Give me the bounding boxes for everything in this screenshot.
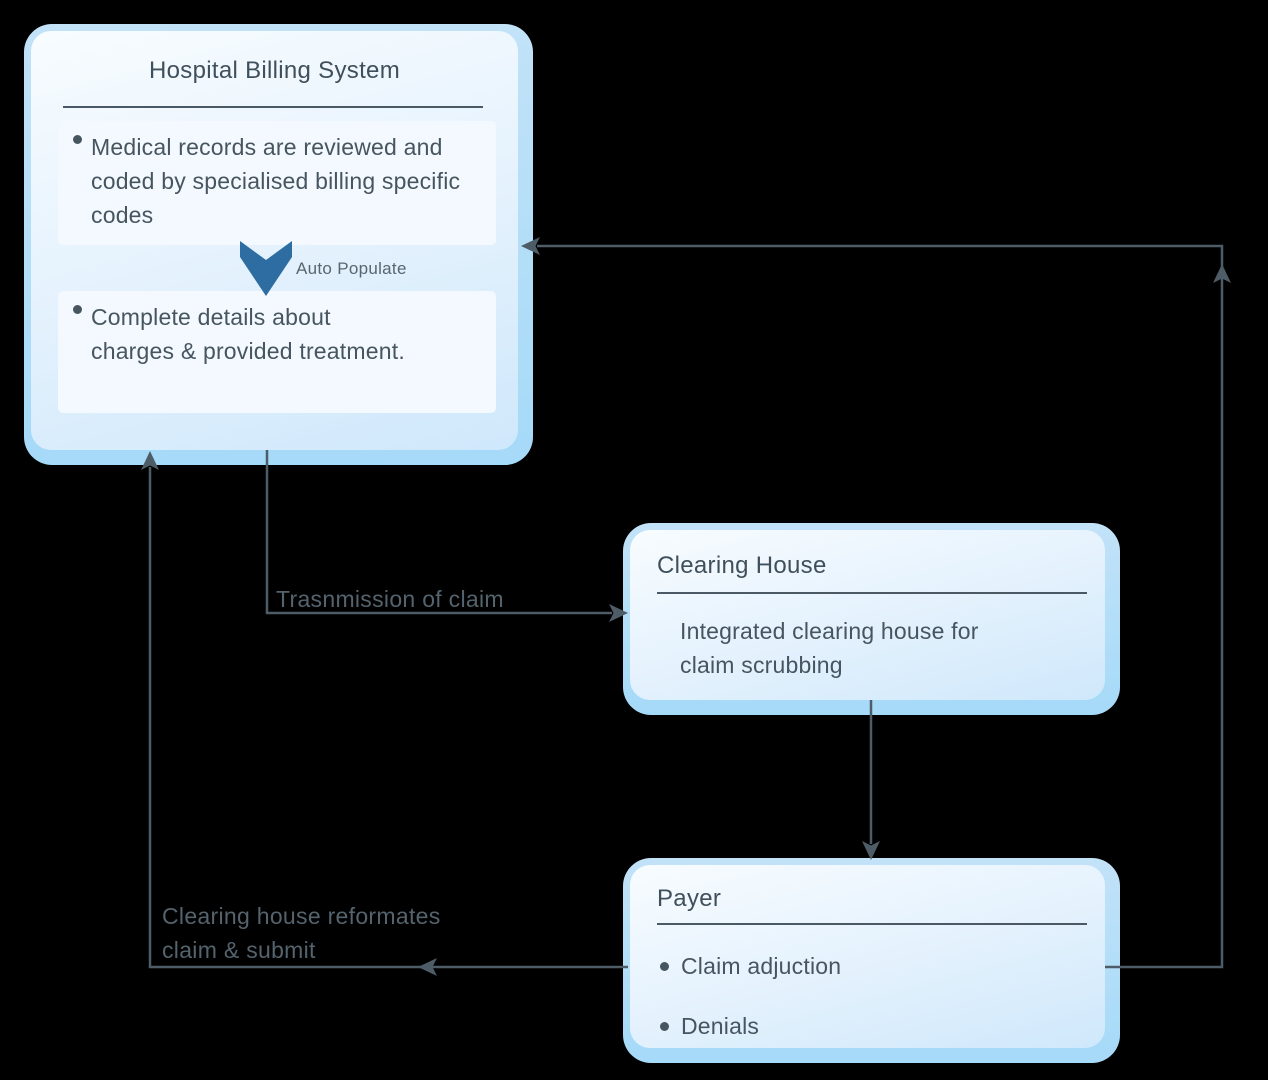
bullet-dot xyxy=(73,305,82,314)
clearing-house-box: Clearing House Integrated clearing house… xyxy=(623,523,1120,715)
box-face: Clearing House Integrated clearing house… xyxy=(630,530,1105,700)
bullet-dot xyxy=(660,1022,669,1031)
hospital-billing-system-box: Hospital Billing System Medical records … xyxy=(24,24,533,465)
transmission-of-claim-label: Trasnmission of claim xyxy=(276,586,504,612)
payer-box: Payer Claim adjuction Denials xyxy=(623,858,1120,1063)
arrowhead-up-icon xyxy=(1213,264,1231,283)
payer-bullet-denials: Denials xyxy=(660,1009,759,1043)
payer-bullet-claim-adjuction: Claim adjuction xyxy=(660,949,841,983)
hospital-panel-charges-text: Complete details about charges & provide… xyxy=(91,304,405,364)
clearing-house-title: Clearing House xyxy=(657,552,827,579)
hospital-panel-coding: Medical records are reviewed and coded b… xyxy=(58,121,496,245)
payer-bullet-claim-adjuction-text: Claim adjuction xyxy=(681,953,842,979)
payer-bullet-denials-text: Denials xyxy=(681,1013,760,1039)
clearing-house-reformates-label: Clearing house reformates claim & submit xyxy=(162,903,441,963)
bullet-dot xyxy=(660,962,669,971)
hospital-panel-charges: Complete details about charges & provide… xyxy=(58,291,496,413)
auto-populate-label: Auto Populate xyxy=(296,259,407,278)
title-divider xyxy=(657,592,1087,594)
hospital-box-title: Hospital Billing System xyxy=(149,57,400,84)
title-divider xyxy=(657,923,1087,925)
hospital-panel-coding-text: Medical records are reviewed and coded b… xyxy=(91,134,461,228)
title-divider xyxy=(63,106,483,108)
clearing-house-body-text: Integrated clearing house for claim scru… xyxy=(680,618,979,678)
connector-payer-to-hospital-left xyxy=(148,467,628,969)
box-face: Hospital Billing System Medical records … xyxy=(31,31,518,450)
payer-title: Payer xyxy=(657,885,722,912)
box-face: Payer Claim adjuction Denials xyxy=(630,865,1105,1048)
bullet-dot xyxy=(73,135,82,144)
